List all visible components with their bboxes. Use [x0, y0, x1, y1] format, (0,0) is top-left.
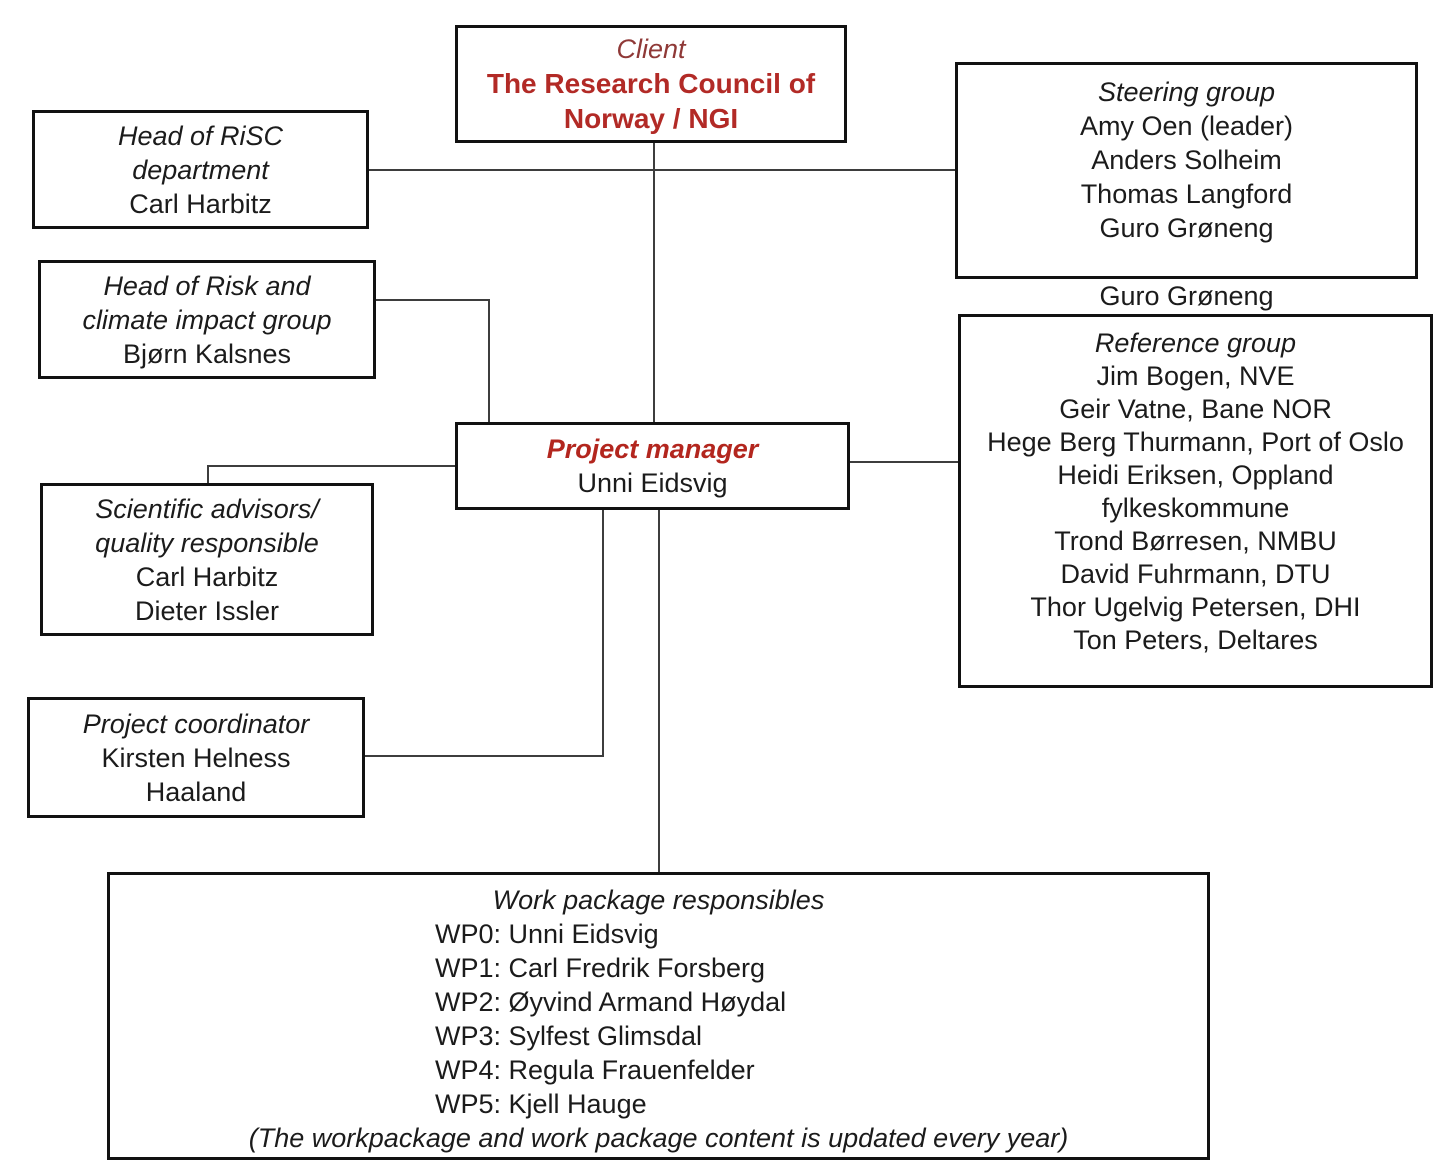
work-package-item: WP1: Carl Fredrik Forsberg	[435, 953, 766, 983]
steering-overflow-member: Guro Grøneng	[1099, 281, 1274, 311]
work-package-item: WP2: Øyvind Armand Høydal	[435, 987, 787, 1017]
reference-group-title: Reference group	[1094, 328, 1297, 358]
head-risk-climate-box: Head of Risk and climate impact group Bj…	[38, 260, 376, 379]
client-name-line-2: Norway / NGI	[563, 103, 739, 134]
scientific-advisor: Dieter Issler	[134, 595, 280, 626]
reference-member: Hege Berg Thurmann, Port of Oslo	[987, 427, 1404, 457]
head-risk-climate-title-line-2: climate impact group	[82, 304, 332, 335]
reference-member: Geir Vatne, Bane NOR	[1059, 394, 1332, 424]
connector-advisors-vertical	[207, 465, 209, 484]
work-packages-list: WP0: Unni Eidsvig WP1: Carl Fredrik Fors…	[435, 917, 786, 1121]
project-coordinator-name-line-1: Kirsten Helness	[101, 742, 291, 773]
reference-member: Ton Peters, Deltares	[1073, 625, 1318, 655]
scientific-advisors-title-line-2: quality responsible	[95, 527, 319, 558]
head-risc-title-line-1: Head of RiSC	[117, 120, 284, 151]
reference-member: David Fuhrmann, DTU	[1060, 559, 1331, 589]
connector-coordinator-vertical	[602, 510, 604, 757]
project-manager-title: Project manager	[546, 434, 759, 464]
project-coordinator-name-line-2: Haaland	[145, 776, 247, 807]
project-coordinator-box: Project coordinator Kirsten Helness Haal…	[27, 697, 365, 818]
connector-pm-to-reference	[850, 461, 958, 463]
steering-member: Amy Oen (leader)	[1079, 111, 1294, 141]
connector-pm-to-workpackages	[658, 510, 660, 873]
work-packages-footnote: (The workpackage and work package conten…	[248, 1123, 1069, 1153]
reference-group-box: Reference group Jim Bogen, NVE Geir Vatn…	[958, 314, 1433, 688]
steering-member: Guro Grøneng	[1099, 213, 1274, 243]
steering-group-box: Steering group Amy Oen (leader) Anders S…	[955, 62, 1418, 279]
steering-member: Thomas Langford	[1080, 179, 1293, 209]
scientific-advisors-box: Scientific advisors/ quality responsible…	[40, 483, 374, 636]
reference-member: Jim Bogen, NVE	[1096, 361, 1295, 391]
head-risc-box: Head of RiSC department Carl Harbitz	[32, 110, 369, 229]
client-name-line-1: The Research Council of	[486, 68, 816, 99]
connector-coordinator-horizontal	[365, 755, 604, 757]
connector-client-to-pm	[653, 143, 655, 423]
work-package-item: WP4: Regula Frauenfelder	[435, 1055, 755, 1085]
client-box: Client The Research Council of Norway / …	[455, 25, 847, 143]
head-risk-climate-title-line-1: Head of Risk and	[103, 270, 311, 301]
connector-riskgroup-horizontal	[376, 299, 490, 301]
head-risc-name: Carl Harbitz	[129, 188, 272, 219]
head-risk-climate-name: Bjørn Kalsnes	[122, 338, 292, 369]
project-manager-name: Unni Eidsvig	[577, 468, 728, 498]
work-package-item: WP5: Kjell Hauge	[435, 1089, 647, 1119]
work-package-item: WP3: Sylfest Glimsdal	[435, 1021, 703, 1051]
client-title: Client	[616, 34, 686, 64]
work-packages-title: Work package responsibles	[492, 885, 825, 915]
reference-member: Trond Børresen, NMBU	[1054, 526, 1337, 556]
scientific-advisors-title-line-1: Scientific advisors/	[95, 493, 319, 524]
connector-riskgroup-vertical	[488, 299, 490, 423]
project-manager-box: Project manager Unni Eidsvig	[455, 422, 850, 510]
steering-member: Anders Solheim	[1091, 145, 1282, 175]
steering-group-title: Steering group	[1097, 77, 1276, 107]
work-package-item: WP0: Unni Eidsvig	[435, 919, 659, 949]
connector-advisors-horizontal	[207, 465, 455, 467]
project-coordinator-title: Project coordinator	[82, 708, 310, 739]
head-risc-title-line-2: department	[132, 154, 269, 185]
work-packages-box: Work package responsibles WP0: Unni Eids…	[107, 872, 1210, 1160]
scientific-advisor: Carl Harbitz	[135, 561, 279, 592]
reference-member: Heidi Eriksen, Oppland fylkeskommune	[1057, 460, 1334, 523]
reference-member: Thor Ugelvig Petersen, DHI	[1030, 592, 1361, 622]
connector-risc-to-steering	[369, 169, 955, 171]
